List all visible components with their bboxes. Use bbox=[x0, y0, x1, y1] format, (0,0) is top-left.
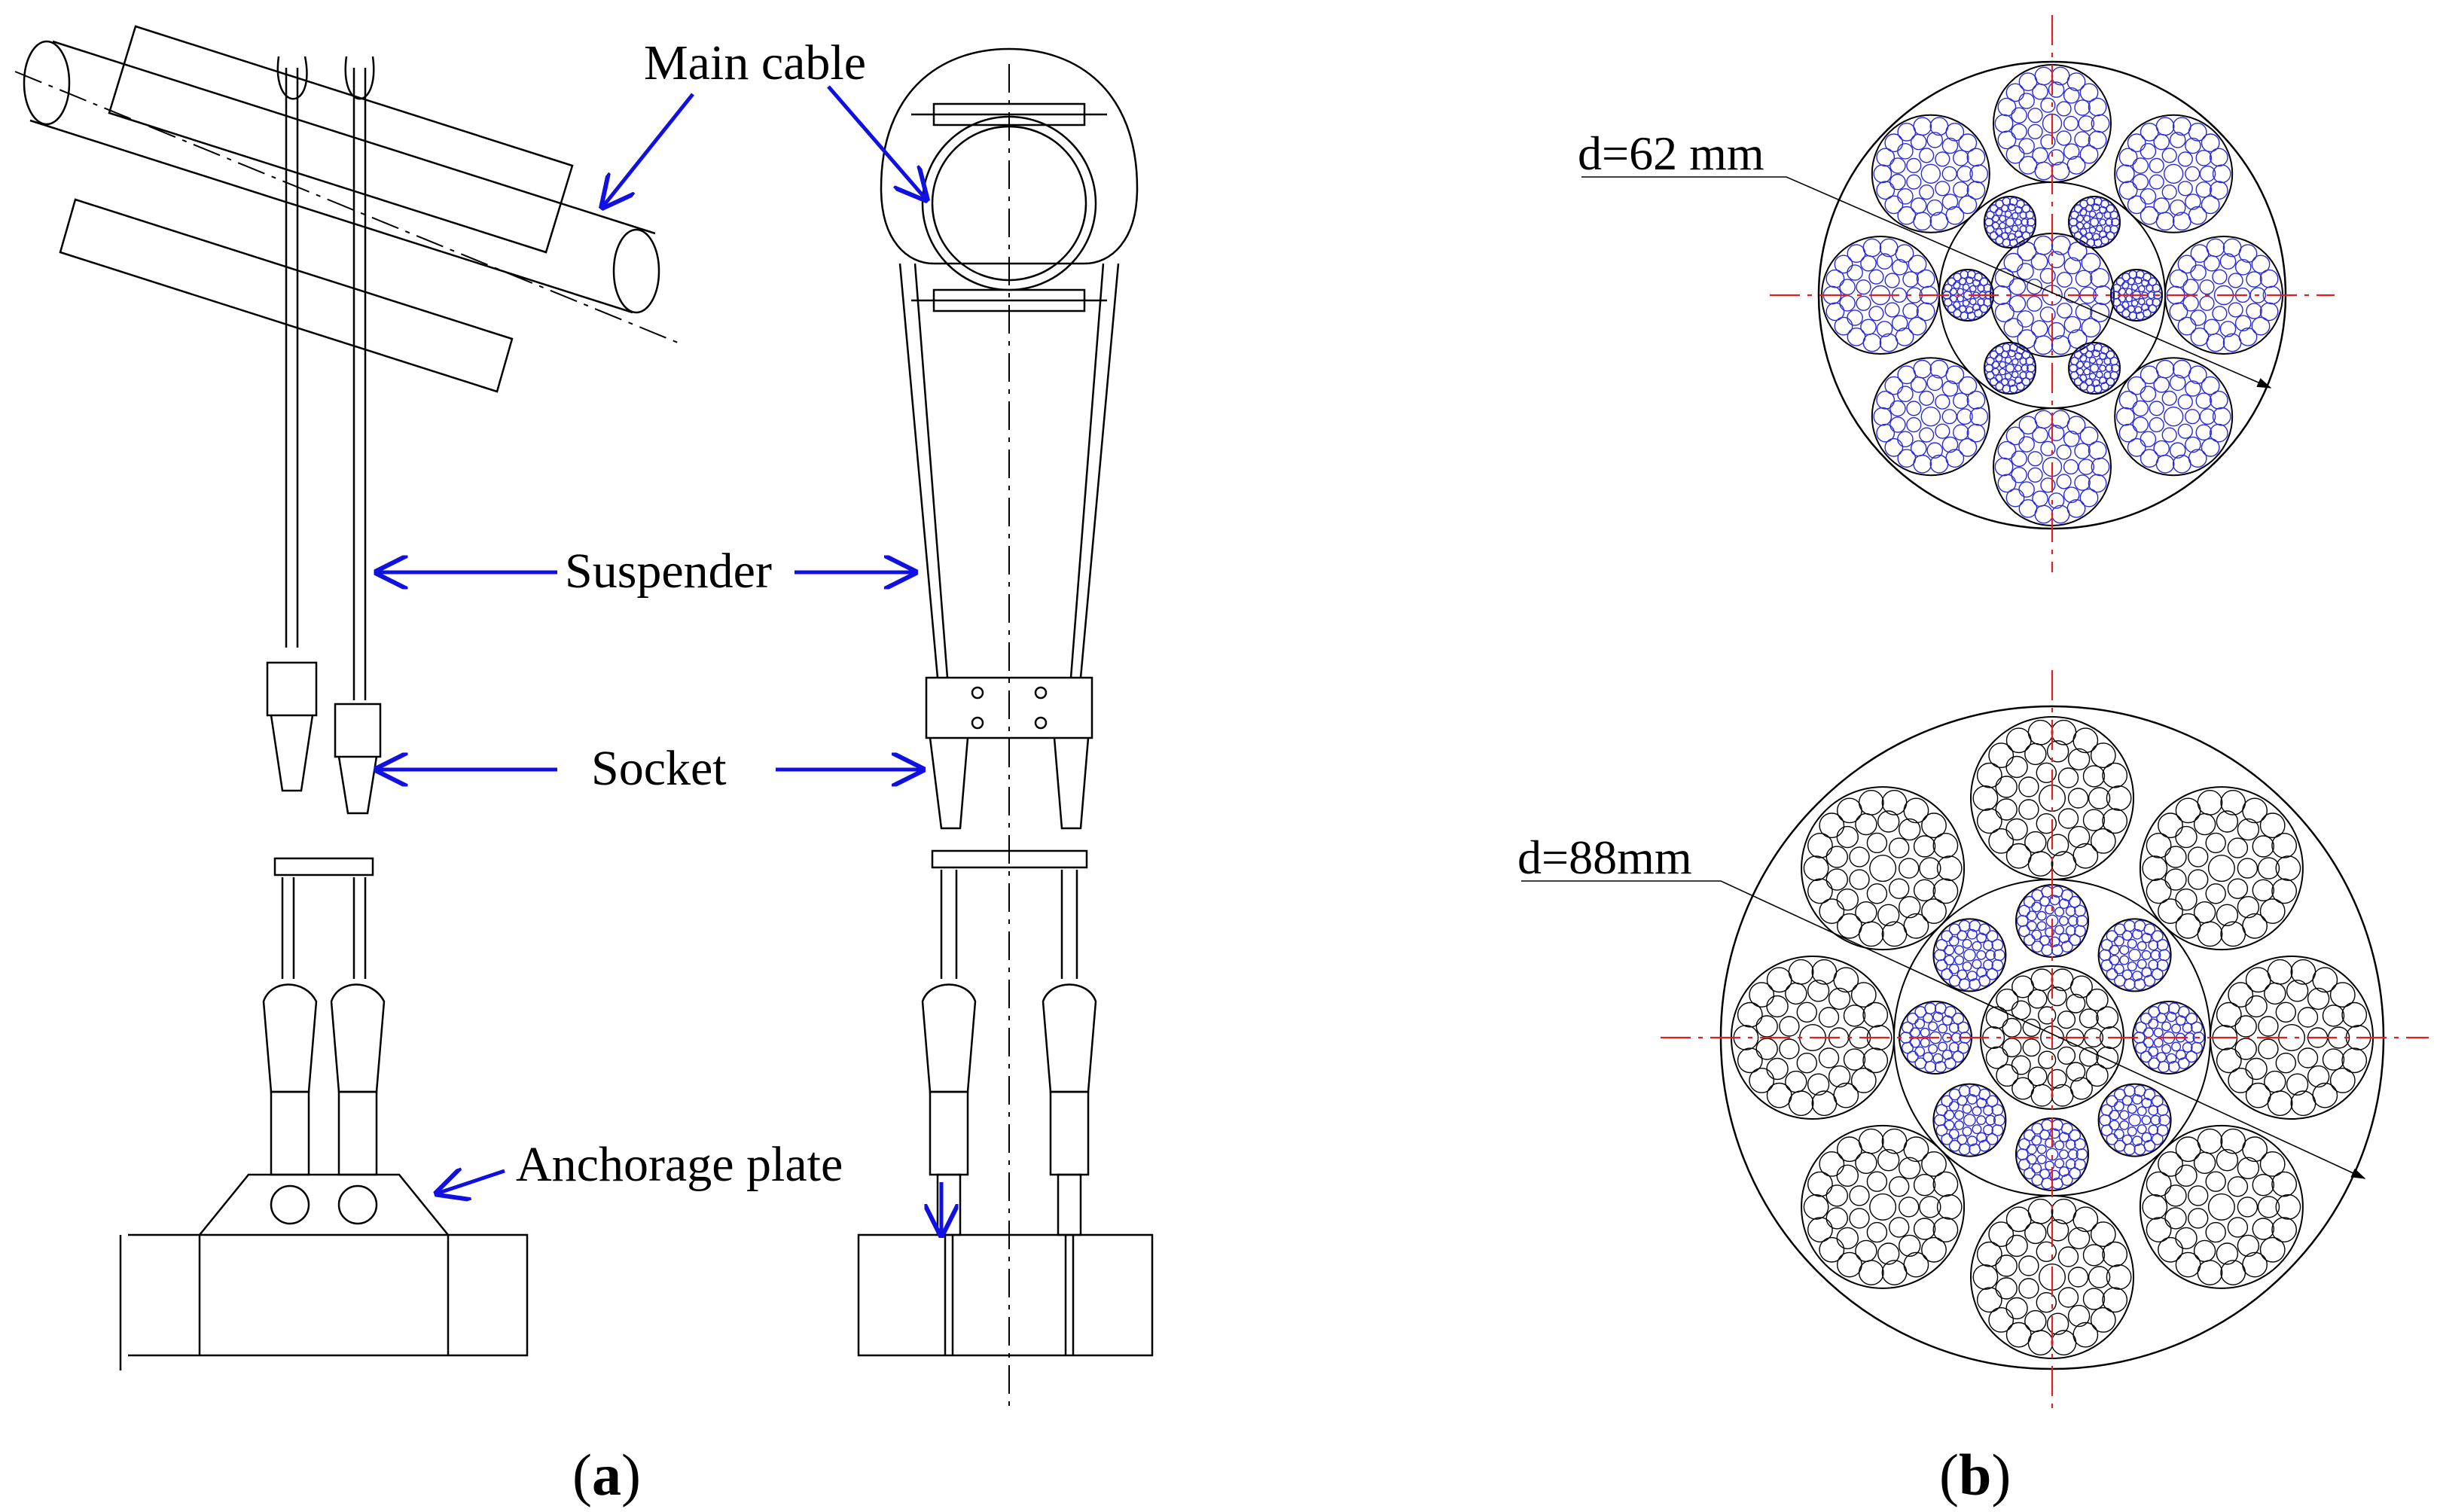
anchorage-plate-front bbox=[857, 1173, 1154, 1357]
suspender-label: Suspender bbox=[565, 544, 772, 599]
caption-a-close: ) bbox=[621, 1442, 641, 1507]
caption-b-open: ( bbox=[1939, 1442, 1959, 1507]
caption-a-letter: a bbox=[592, 1442, 621, 1507]
socket-label: Socket bbox=[591, 741, 727, 796]
cable-section-88mm: d=88mm bbox=[1517, 670, 2429, 1408]
suspender-ropes-side bbox=[276, 56, 375, 700]
caption-b-close: ) bbox=[1991, 1442, 2011, 1507]
main-cable-arrow-front bbox=[827, 85, 926, 200]
caption-b: (b) bbox=[1939, 1442, 2011, 1507]
cable-section-62mm: d=62 mm bbox=[1578, 15, 2335, 572]
caption-a: (a) bbox=[572, 1442, 641, 1507]
main-cable-label: Main cable bbox=[644, 35, 866, 90]
main-cable-section bbox=[880, 47, 1139, 312]
sockets-side bbox=[262, 661, 386, 1176]
panel-a-front-view bbox=[857, 47, 1154, 1408]
caption-b-letter: b bbox=[1959, 1442, 1991, 1507]
anchorage-arrow-left bbox=[437, 1171, 505, 1193]
suspender-legs-front bbox=[898, 263, 1120, 739]
diameter-leader-88 bbox=[1521, 880, 2366, 1179]
main-cable-arrow-side bbox=[602, 93, 694, 207]
diameter-label-88: d=88mm bbox=[1517, 831, 1692, 884]
diameter-leader-62 bbox=[1581, 176, 2272, 389]
strands-62 bbox=[1821, 64, 2283, 526]
panel-a-side-view bbox=[14, 25, 679, 1370]
anchorage-plate-side bbox=[119, 1173, 529, 1370]
caption-a-open: ( bbox=[572, 1442, 592, 1507]
annotation-arrows bbox=[377, 85, 941, 1235]
diameter-label-62: d=62 mm bbox=[1578, 127, 1764, 180]
anchorage-plate-label: Anchorage plate bbox=[516, 1137, 843, 1192]
